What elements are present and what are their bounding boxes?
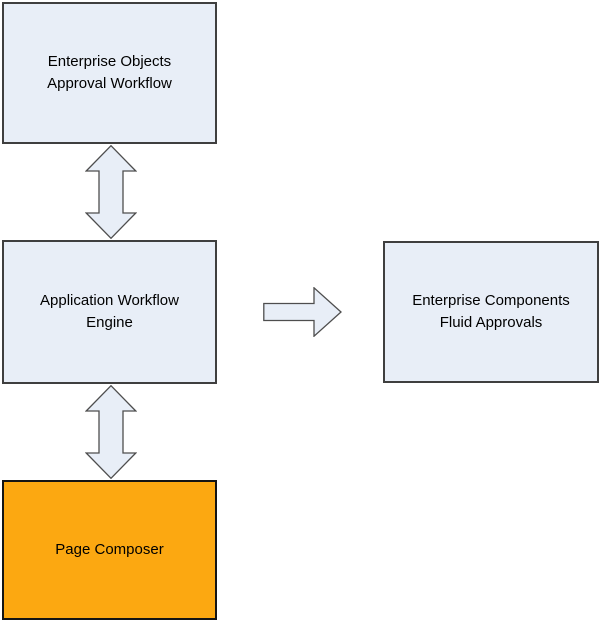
- node-application-workflow-engine: Application Workflow Engine: [2, 240, 217, 384]
- label-line: Fluid Approvals: [439, 314, 543, 331]
- label-line: Page Composer: [55, 541, 164, 558]
- label-line: Application Workflow: [40, 292, 179, 309]
- bidirectional-arrow-icon: [85, 385, 137, 479]
- right-arrow-icon: [263, 287, 342, 337]
- node-enterprise-components-fluid-approvals: Enterprise Components Fluid Approvals: [383, 241, 599, 383]
- double-arrow-shape: [85, 145, 137, 239]
- double-arrow-shape: [85, 385, 137, 479]
- node-page-composer: Page Composer: [2, 480, 217, 620]
- node-label: Enterprise Components Fluid Approvals: [412, 290, 570, 334]
- label-line: Enterprise Components: [412, 292, 570, 309]
- label-line: Engine: [86, 314, 133, 331]
- node-label: Enterprise Objects Approval Workflow: [47, 51, 172, 95]
- right-arrow-shape: [263, 287, 342, 337]
- bidirectional-arrow-icon: [85, 145, 137, 239]
- node-label: Page Composer: [55, 539, 163, 561]
- label-line: Approval Workflow: [47, 75, 172, 92]
- node-label: Application Workflow Engine: [40, 290, 179, 334]
- label-line: Enterprise Objects: [47, 53, 172, 70]
- node-enterprise-objects-approval-workflow: Enterprise Objects Approval Workflow: [2, 2, 217, 144]
